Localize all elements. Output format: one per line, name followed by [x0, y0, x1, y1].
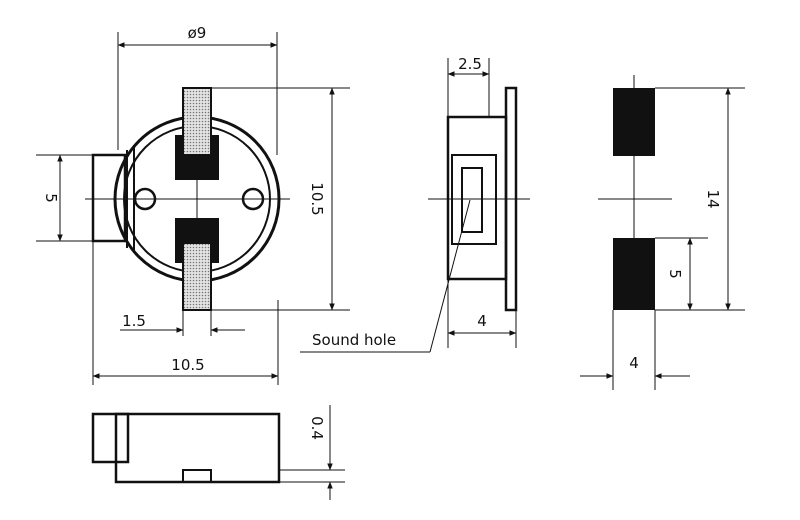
- sound-hole-slot: [461, 167, 483, 233]
- dim-label-width-10-5: 10.5: [171, 356, 204, 374]
- top-terminal: [182, 87, 212, 156]
- side-view: 2.5 4 Sound hole: [300, 55, 530, 353]
- dim-label-pad-4: 4: [629, 354, 639, 372]
- bottom-body: [114, 412, 281, 484]
- bottom-tab: [91, 412, 130, 464]
- dim-label-pad-5: 5: [666, 269, 684, 279]
- dim-label-2-5: 2.5: [458, 55, 482, 73]
- dim-label-left-5: 5: [42, 193, 60, 203]
- dim-label-0-4: 0.4: [308, 416, 326, 440]
- side-body: [446, 115, 508, 281]
- pad-layout: 14 5 4: [580, 75, 745, 390]
- dim-label-height-10-5: 10.5: [308, 182, 326, 215]
- bottom-terminal: [182, 242, 212, 311]
- dim-label-1-5: 1.5: [122, 312, 146, 330]
- pad-bottom: [613, 238, 655, 310]
- dim-label-14: 14: [704, 189, 722, 208]
- top-view: ø9 5 10.5 1.5 10.5: [36, 24, 350, 385]
- dim-label-dia: ø9: [188, 24, 207, 42]
- bottom-view: 0.4: [91, 405, 345, 500]
- pad-top: [613, 88, 655, 156]
- dim-label-side-4: 4: [477, 312, 487, 330]
- sound-hole-label: Sound hole: [312, 331, 396, 349]
- bottom-sound-slot: [182, 469, 212, 483]
